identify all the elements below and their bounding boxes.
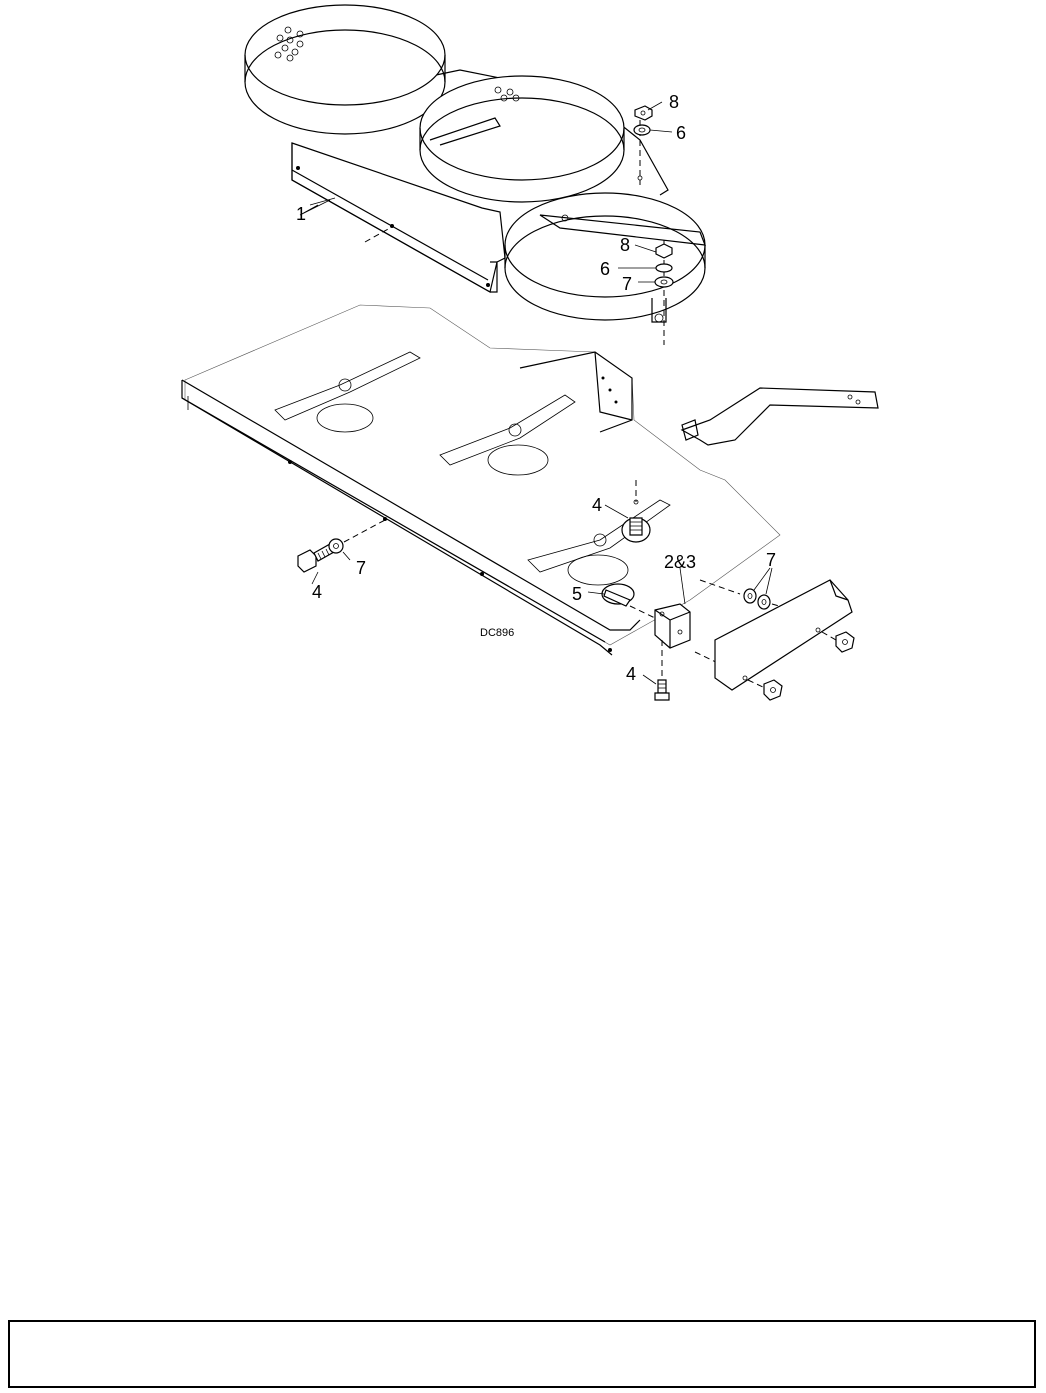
callout-nut-top: 8 — [669, 92, 679, 112]
callout-frame: 1 — [296, 204, 306, 224]
blade-left — [275, 352, 420, 432]
callout-bracket: 2&3 — [664, 552, 696, 572]
nut-8-top — [635, 106, 652, 120]
callout-lockwasher-mid: 6 — [600, 259, 610, 279]
callout-nut-mid: 8 — [620, 235, 630, 255]
bolt-5 — [602, 584, 634, 606]
lockwasher-6-top — [634, 125, 650, 135]
side-plate — [715, 580, 852, 690]
callout-washer-right: 7 — [766, 550, 776, 570]
nut-right-upper — [836, 632, 854, 652]
bolt-4-bottom — [655, 680, 669, 700]
callout-bolt-bottom: 4 — [626, 664, 636, 684]
washer-7-mid — [655, 277, 673, 287]
washer-7-left — [329, 539, 343, 553]
exploded-parts-diagram: 1 8 6 8 6 7 4 4 7 5 2&3 7 4 DC896 — [0, 0, 1046, 720]
callout-bolt-left: 4 — [312, 582, 322, 602]
blade-center — [440, 395, 575, 475]
callout-lockwasher-top: 6 — [676, 123, 686, 143]
callout-bolt-center: 4 — [592, 495, 602, 515]
bolt-4-left — [298, 544, 334, 572]
callout-bolt-5: 5 — [572, 584, 582, 604]
drawing-code: DC896 — [480, 627, 514, 639]
bracket-2-3 — [655, 604, 690, 648]
left-ring — [245, 5, 445, 134]
washer-7-right-a — [744, 589, 756, 603]
washer-7-right-b — [758, 595, 770, 609]
mower-deck — [182, 305, 780, 655]
footer-box — [8, 1320, 1036, 1388]
support-arm — [682, 388, 878, 445]
callout-washer-mid: 7 — [622, 274, 632, 294]
right-ring — [505, 193, 705, 322]
lockwasher-6-mid — [656, 264, 672, 272]
ring-guard-assembly — [245, 5, 705, 322]
bolt-4-center — [622, 518, 650, 542]
callout-washer-left: 7 — [356, 558, 366, 578]
middle-ring — [420, 76, 624, 202]
nut-right-lower — [764, 680, 782, 700]
